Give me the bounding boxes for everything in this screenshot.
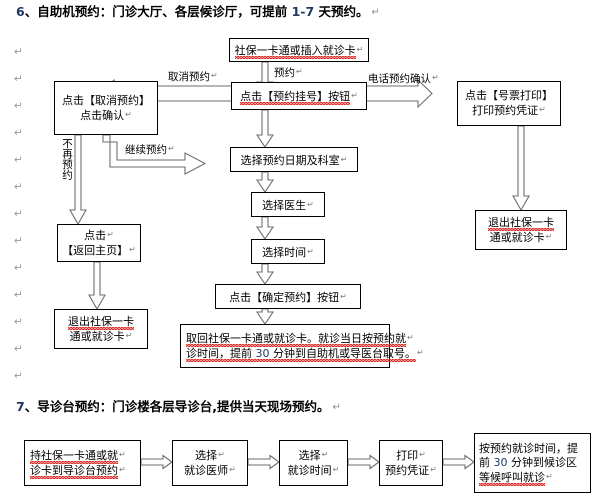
edge-label-continue-book: 继续预约↵ [125, 144, 175, 156]
node-confirm-book[interactable]: 点击【确定预约】按钮↵ [215, 284, 361, 309]
node-take-card-note-line1: 取回社保一卡通或就诊卡。就诊当日按预约就 [186, 332, 406, 347]
guide-step-4[interactable]: 打印↵ 预约凭证↵ [379, 440, 443, 486]
arrow-guide-4-to-5 [442, 454, 475, 470]
arrow-time-to-confirm [255, 263, 275, 285]
edge-label-book: 预约↵ [274, 67, 303, 79]
section-6-title: 自助机预约：门诊大厅、各层候诊厅，可提前 [37, 4, 292, 19]
node-print-ticket-line1: 点击【号票打印】 [465, 89, 553, 102]
paragraph-mark: ↵ [14, 289, 23, 301]
guide-step-2-line2: 就诊医师 [184, 464, 229, 477]
paragraph-mark: ↵ [14, 343, 23, 355]
node-eject-card-right-line2: 通或就诊卡 [489, 230, 545, 244]
edge-label-cancel-book: 取消预约↵ [168, 71, 218, 83]
arrow-date-to-doctor [255, 171, 275, 193]
edge-label-phone-confirm: 电话预约确认↵ [368, 73, 439, 85]
node-cancel-book-line2: 点击确认 [80, 108, 125, 122]
highlighted-number: 30 [493, 455, 508, 469]
node-select-doctor-label: 选择医生 [262, 198, 307, 212]
paragraph-mark: ↵ [14, 100, 23, 112]
node-print-ticket[interactable]: 点击【号票打印】 打印预约凭证↵ [457, 81, 561, 126]
guide-step-3-line1: 选择 [298, 449, 321, 462]
guide-step-4-line1: 打印 [396, 449, 419, 462]
paragraph-mark: ↵ [14, 208, 23, 220]
node-eject-card-left-line2: 通或就诊卡 [69, 329, 125, 343]
paragraph-mark: ↵ [14, 127, 23, 139]
node-print-ticket-line2: 打印预约凭证 [472, 104, 539, 117]
node-select-date-dept[interactable]: 选择预约日期及科室↵ [230, 147, 358, 172]
arrow-print-to-eject [512, 125, 530, 212]
paragraph-mark: ↵ [14, 181, 23, 193]
node-cancel-book-line1: 点击【取消预约】 [62, 93, 150, 107]
guide-step-2[interactable]: 选择↵ 就诊医师↵ [172, 440, 248, 486]
node-select-time[interactable]: 选择时间↵ [251, 239, 325, 264]
section-6-title-tail: 天预约。 [314, 4, 369, 19]
node-eject-card-left[interactable]: 退出社保一卡 通或就诊卡↵ [54, 309, 148, 349]
node-click-book-label: 点击【预约挂号】按钮 [240, 90, 351, 105]
paragraph-mark: ↵ [14, 262, 23, 274]
guide-step-1-line2: 诊卡到导诊台预约 [30, 464, 118, 479]
guide-step-5-line3: 等候呼叫就诊 [479, 470, 545, 486]
arrow-guide-2-to-3 [247, 454, 280, 470]
pilcrow-icon: ↵ [371, 7, 380, 18]
edge-label-no-more-book: 不再预约 [61, 138, 73, 180]
node-cancel-book[interactable]: 点击【取消预约】 点击确认↵ [54, 81, 158, 135]
node-take-card-note-line2: 诊时间，提前 30 分钟到自助机或导医台取号。 [186, 347, 416, 362]
paragraph-mark: ↵ [14, 316, 23, 328]
section-7-title: 导诊台预约：门诊楼各层导诊台,提供当天现场预约。 [37, 399, 330, 414]
arrow-doctor-to-time [255, 216, 275, 240]
node-eject-card-left-line1: 退出社保一卡 [68, 314, 134, 330]
guide-step-3-line2: 就诊时间 [287, 464, 332, 477]
arrow-book-to-date [255, 109, 275, 148]
guide-step-1-line1: 持社保一卡通或就 [30, 449, 118, 464]
node-click-home[interactable]: 点击↵ 【返回主页】↵ [57, 224, 141, 262]
node-click-home-line1: 点击 [84, 229, 107, 242]
section-6-heading: 6、自助机预约：门诊大厅、各层候诊厅，可提前 1-7 天预约。↵ [16, 5, 380, 20]
section-6-delimiter: 、 [24, 4, 38, 19]
paragraph-mark: ↵ [14, 46, 23, 58]
node-insert-card[interactable]: 社保一卡通或插入就诊卡↵ [229, 38, 369, 62]
section-7-delimiter: 、 [24, 399, 38, 414]
node-click-home-line2: 【返回主页】 [62, 244, 129, 257]
section-7-heading: 7、导诊台预约：门诊楼各层导诊台,提供当天现场预约。↵ [16, 400, 341, 415]
pilcrow-icon: ↵ [332, 402, 341, 413]
arrow-confirm-to-note [255, 308, 275, 325]
paragraph-mark: ↵ [14, 73, 23, 85]
node-eject-card-right[interactable]: 退出社保一卡 通或就诊卡↵ [475, 210, 567, 250]
node-select-time-label: 选择时间 [262, 245, 307, 259]
node-insert-card-label: 社保一卡通或插入就诊卡 [234, 44, 356, 59]
node-take-card-note[interactable]: 取回社保一卡通或就诊卡。就诊当日按预约就↵ 诊时间，提前 30 分钟到自助机或导… [180, 324, 424, 368]
node-click-book[interactable]: 点击【预约挂号】按钮↵ [231, 82, 367, 110]
paragraph-mark: ↵ [14, 370, 23, 382]
node-select-date-dept-label: 选择预约日期及科室 [240, 153, 340, 167]
section-7-number: 7 [16, 399, 25, 414]
guide-step-4-line2: 预约凭证 [385, 464, 430, 477]
paragraph-mark: ↵ [14, 235, 23, 247]
arrow-guide-1-to-2 [140, 454, 173, 470]
guide-step-5-line1: 按预约就诊时间，提 [479, 441, 578, 455]
arrow-home-to-eject [88, 261, 106, 311]
guide-step-3[interactable]: 选择↵ 就诊时间↵ [279, 440, 348, 486]
section-6-number: 6 [16, 4, 25, 19]
node-eject-card-right-line1: 退出社保一卡 [488, 215, 554, 231]
guide-step-5[interactable]: 按预约就诊时间，提 前 30 分钟到候诊区 等候呼叫就诊↵ [474, 433, 591, 493]
node-select-doctor[interactable]: 选择医生↵ [251, 192, 325, 217]
arrow-guide-3-to-4 [347, 454, 380, 470]
highlighted-number: 30 [255, 347, 270, 360]
guide-step-5-line2: 前 30 分钟到候诊区 [479, 455, 577, 469]
guide-step-1[interactable]: 持社保一卡通或就↵ 诊卡到导诊台预约↵ [24, 440, 141, 486]
node-confirm-book-label: 点击【确定预约】按钮 [229, 290, 340, 304]
guide-step-2-line1: 选择 [195, 449, 218, 462]
section-6-day-range: 1-7 [291, 4, 315, 19]
paragraph-mark: ↵ [14, 154, 23, 166]
